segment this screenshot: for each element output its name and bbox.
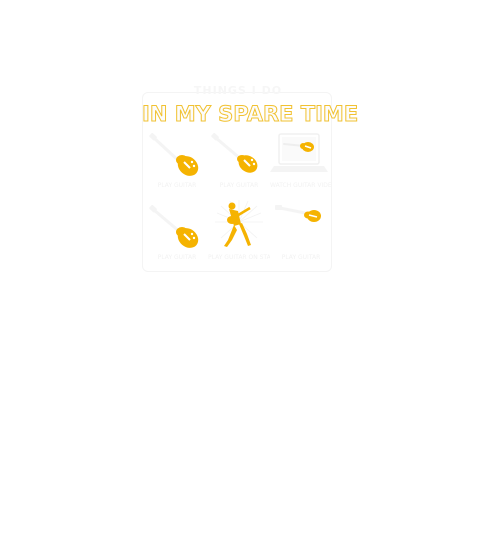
- grid-cell-caption: PLAY GUITAR: [281, 254, 321, 261]
- grid-cell-1: PLAY GUITAR: [146, 132, 208, 204]
- electric-guitar-icon: [211, 132, 258, 173]
- guitarist-silhouette-icon: [215, 200, 263, 247]
- design-frame: [142, 92, 332, 272]
- grid-cell-4: PLAY GUITAR: [146, 204, 208, 276]
- grid-cell-6: PLAY GUITAR: [270, 204, 332, 276]
- grid-cell-3: WATCH GUITAR VIDEOS: [270, 132, 332, 204]
- grid-cell-caption: PLAY GUITAR: [157, 254, 197, 261]
- electric-guitar-icon: [149, 204, 199, 248]
- design-title-top: THINGS I DO: [193, 84, 283, 97]
- grid-cell-caption: PLAY GUITAR: [219, 182, 259, 189]
- grid-cell-caption: WATCH GUITAR VIDEOS: [270, 182, 332, 189]
- grid-cell-5: PLAY GUITAR ON STAGE: [208, 198, 270, 270]
- grid-cell-caption: PLAY GUITAR ON STAGE: [208, 254, 270, 261]
- laptop-guitar-icon: [270, 133, 328, 172]
- grid-cell-caption: PLAY GUITAR: [157, 182, 197, 189]
- design-title-main: IN MY SPARE TIME: [142, 102, 359, 127]
- grid-cell-2: PLAY GUITAR: [208, 132, 270, 204]
- electric-guitar-icon: [149, 132, 199, 176]
- electric-guitar-icon: [275, 205, 321, 222]
- tshirt-design: THINGS I DO IN MY SPARE TIME PLAY GUITAR: [142, 80, 359, 276]
